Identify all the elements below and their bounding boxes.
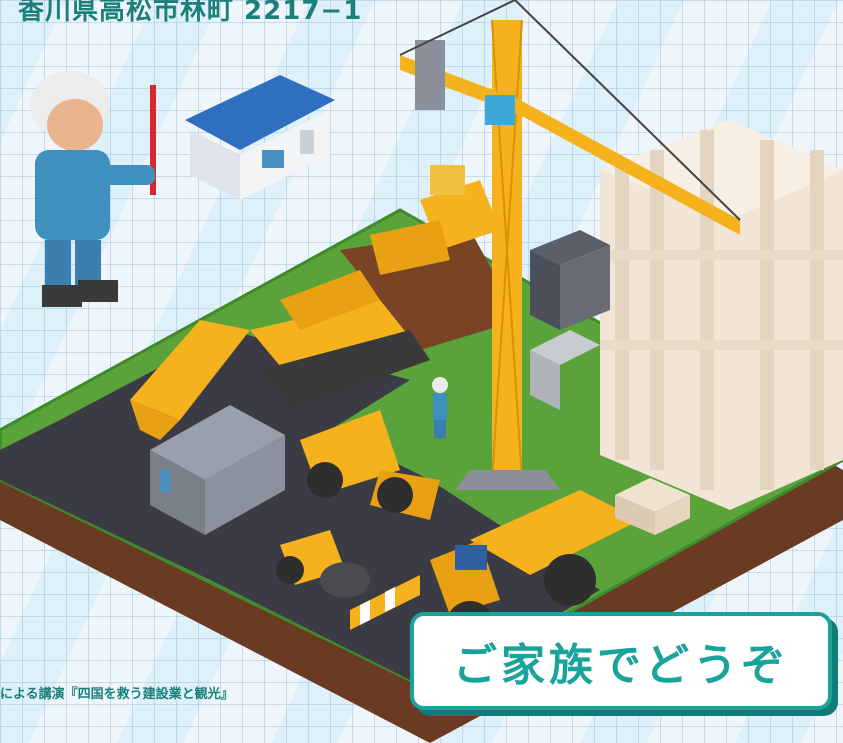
- barrier-icon: [350, 575, 420, 630]
- address-text: 香川県高松市林町 2217−1: [18, 0, 363, 26]
- wheel-loader-icon: [300, 410, 440, 520]
- surveyor-icon: [432, 377, 448, 438]
- excavator-icon: [130, 270, 430, 440]
- family-welcome-label: ご家族でどうぞ: [453, 640, 789, 691]
- container-icon: [150, 405, 285, 535]
- tower-crane-icon: [399, 0, 741, 490]
- concrete-building-icon: [600, 120, 843, 510]
- family-welcome-badge: ご家族でどうぞ: [410, 612, 832, 710]
- site-office-icon: [185, 75, 335, 200]
- lecture-title: による講演『四国を救う建設業と観光』: [0, 687, 234, 702]
- bulldozer-icon: [370, 165, 500, 275]
- brick-pallet-icon: [615, 478, 690, 535]
- worker-with-flag-icon: [30, 71, 156, 307]
- material-stack-icon: [530, 230, 610, 410]
- road-roller-icon: [276, 530, 370, 598]
